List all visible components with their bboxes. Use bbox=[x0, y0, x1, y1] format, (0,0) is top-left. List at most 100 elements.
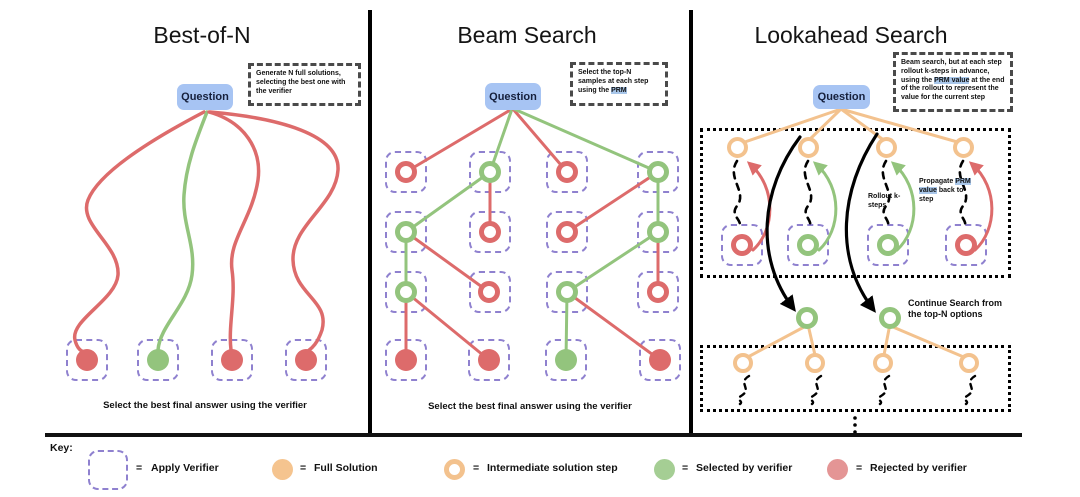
beam-tree-edges bbox=[404, 107, 662, 362]
panel-divider-2 bbox=[689, 10, 693, 433]
rejected-node bbox=[221, 349, 243, 371]
propagate-label: Propagate PRM value back to step bbox=[919, 178, 971, 204]
rejected-ring bbox=[556, 161, 578, 183]
panel-caption: Select the best final answer using the v… bbox=[428, 401, 632, 412]
note-box-beam-search: Select the top-N samples at each step us… bbox=[570, 62, 668, 106]
selected-ring bbox=[647, 161, 669, 183]
rejected-ring bbox=[647, 281, 669, 303]
question-box: Question bbox=[485, 83, 541, 110]
solution-path-selected bbox=[156, 110, 209, 352]
note-box-lookahead: Beam search, but at each step rollout k-… bbox=[893, 52, 1013, 112]
lookahead-fan-edges bbox=[737, 107, 963, 146]
prm-backprop-arrow-rejected bbox=[968, 161, 994, 252]
equals-sign: = bbox=[856, 462, 863, 474]
apply-verifier-box bbox=[468, 339, 510, 381]
intermediate-ring bbox=[873, 353, 893, 373]
selected-ring bbox=[797, 234, 819, 256]
panel-title-beam-search: Beam Search bbox=[457, 22, 597, 48]
apply-verifier-box bbox=[469, 271, 511, 313]
solution-path-rejected bbox=[73, 110, 206, 354]
key-separator-line bbox=[45, 433, 1022, 437]
panel-title-best-of-n: Best-of-N bbox=[153, 22, 251, 48]
note-text: Beam search, but at each step rollout k-… bbox=[901, 59, 1002, 84]
selected-ring bbox=[479, 161, 501, 183]
selected-circle-legend bbox=[654, 459, 675, 480]
rejected-node bbox=[395, 349, 417, 371]
continue-search-arrow bbox=[765, 135, 802, 312]
note-highlight: PRM bbox=[611, 86, 627, 94]
rejected-ring bbox=[731, 234, 753, 256]
panel-caption: Select the best final answer using the v… bbox=[103, 400, 307, 411]
apply-verifier-box bbox=[137, 339, 179, 381]
key-title: Key: bbox=[50, 442, 73, 454]
intermediate-ring-legend bbox=[444, 459, 465, 480]
solution-path-rejected bbox=[207, 110, 261, 352]
legend-label-rejected: Rejected by verifier bbox=[870, 462, 967, 474]
apply-verifier-box bbox=[546, 151, 588, 193]
propagate-post: back to step bbox=[919, 186, 964, 203]
full-solution-circle-legend bbox=[272, 459, 293, 480]
rollout-label: Rollout k-steps bbox=[868, 193, 901, 209]
intermediate-ring bbox=[727, 137, 748, 158]
selected-node bbox=[147, 349, 169, 371]
equals-sign: = bbox=[682, 462, 689, 474]
note-text: Select the top-N samples at each step us… bbox=[578, 69, 649, 94]
apply-verifier-box bbox=[787, 224, 829, 266]
apply-verifier-box bbox=[721, 224, 763, 266]
question-box: Question bbox=[177, 84, 233, 110]
panel-divider-1 bbox=[368, 10, 372, 433]
next-step-squiggle bbox=[737, 374, 977, 406]
legend-label-full-solution: Full Solution bbox=[314, 462, 378, 474]
equals-sign: = bbox=[136, 462, 143, 474]
rejected-ring bbox=[395, 161, 417, 183]
selected-ring bbox=[556, 281, 578, 303]
equals-sign: = bbox=[473, 462, 480, 474]
selected-ring bbox=[879, 307, 901, 329]
rejected-circle-legend bbox=[827, 459, 848, 480]
apply-verifier-box bbox=[546, 211, 588, 253]
selected-ring bbox=[796, 307, 818, 329]
note-text-post: at the end of the rollout to represent t… bbox=[901, 76, 1005, 102]
intermediate-ring bbox=[959, 353, 979, 373]
branch-edges bbox=[744, 325, 968, 360]
rollout-squiggle bbox=[732, 159, 968, 228]
rejected-ring bbox=[955, 234, 977, 256]
apply-verifier-box bbox=[66, 339, 108, 381]
rejected-node bbox=[649, 349, 671, 371]
continue-search-arrow bbox=[844, 132, 879, 313]
apply-verifier-box bbox=[867, 224, 909, 266]
selected-ring bbox=[647, 221, 669, 243]
propagate-pre: Propagate bbox=[919, 178, 956, 185]
apply-verifier-box bbox=[285, 339, 327, 381]
rejected-node bbox=[295, 349, 317, 371]
note-highlight: PRM value bbox=[934, 76, 970, 84]
selected-ring bbox=[395, 281, 417, 303]
question-box: Question bbox=[813, 85, 870, 109]
ellipsis-dots bbox=[853, 416, 857, 434]
prm-backprop-arrow-selected bbox=[890, 161, 916, 252]
note-text: Generate N full solutions, selecting the… bbox=[256, 70, 346, 95]
rejected-ring bbox=[556, 221, 578, 243]
apply-verifier-box bbox=[385, 151, 427, 193]
legend-label-selected: Selected by verifier bbox=[696, 462, 793, 474]
intermediate-ring bbox=[805, 353, 825, 373]
intermediate-ring bbox=[953, 137, 974, 158]
panel-title-lookahead-search: Lookahead Search bbox=[754, 22, 948, 48]
selected-ring bbox=[395, 221, 417, 243]
selected-ring bbox=[877, 234, 899, 256]
note-box-best-of-n: Generate N full solutions, selecting the… bbox=[248, 63, 361, 106]
apply-verifier-box bbox=[945, 224, 987, 266]
rejected-ring bbox=[479, 221, 501, 243]
continue-search-label: Continue Search from the top-N options bbox=[908, 298, 1003, 320]
rejected-node bbox=[478, 349, 500, 371]
legend-label-intermediate-step: Intermediate solution step bbox=[487, 462, 618, 474]
prm-backprop-arrow-selected bbox=[812, 161, 838, 252]
intermediate-ring bbox=[798, 137, 819, 158]
legend-label-apply-verifier: Apply Verifier bbox=[151, 462, 219, 474]
rejected-ring bbox=[478, 281, 500, 303]
equals-sign: = bbox=[300, 462, 307, 474]
next-step-dotted-box bbox=[700, 345, 1011, 412]
solution-path-rejected bbox=[208, 110, 340, 354]
apply-verifier-box bbox=[639, 339, 681, 381]
